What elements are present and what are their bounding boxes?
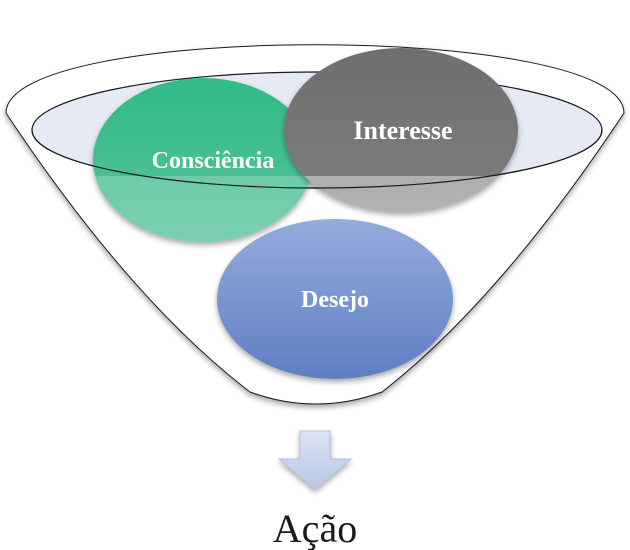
stage-interest [284, 48, 518, 212]
interest-circle-lower-tint [304, 176, 498, 212]
desire-circle [217, 219, 453, 379]
down-arrow-icon [277, 430, 353, 490]
awareness-label: Consciência [152, 148, 275, 174]
interest-circle [284, 48, 518, 212]
result-label: Ação [273, 506, 357, 550]
funnel-rim-front-edge [31, 129, 603, 189]
awareness-circle-lower-tint [95, 176, 311, 242]
awareness-circle [93, 78, 313, 242]
desire-label: Desejo [301, 287, 369, 313]
interest-label: Interesse [353, 116, 452, 145]
stage-awareness [93, 78, 313, 242]
stage-desire [217, 219, 453, 379]
